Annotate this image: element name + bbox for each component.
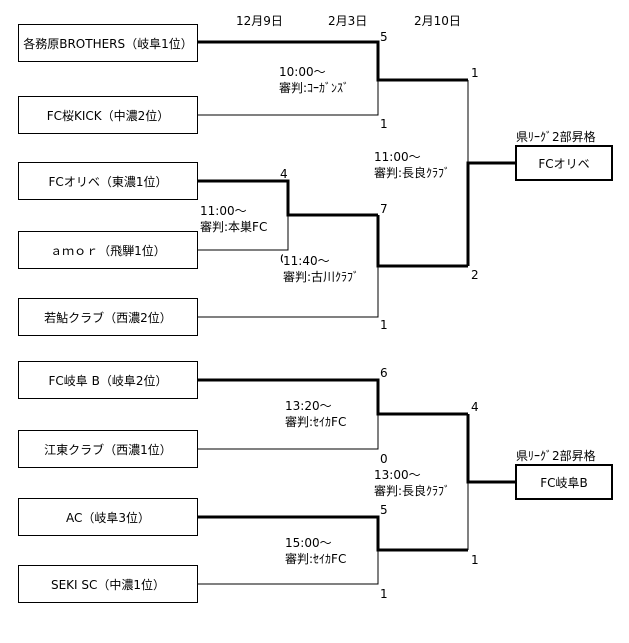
match-referee: 審判:ｺｰｶﾞﾝｽﾞ <box>279 81 350 95</box>
line-loser-m5-bottom <box>198 414 379 450</box>
score: 1 <box>380 318 388 332</box>
match-info: 11:40～ 審判:古川ｸﾗﾌﾞ <box>283 253 360 285</box>
date-round-2: 2月3日 <box>328 14 368 28</box>
line-winner-m1-top <box>198 40 468 82</box>
score: 4 <box>280 167 288 181</box>
promotion-label: 県ﾘｰｸﾞ2部昇格 <box>516 130 596 144</box>
match-info: 11:00～ 審判:本巣FC <box>200 203 268 235</box>
match-referee: 審判:ｾｲｶFC <box>285 415 347 429</box>
score: 1 <box>380 117 388 131</box>
match-referee: 審判:本巣FC <box>200 220 268 234</box>
match-info: 10:00～ 審判:ｺｰｶﾞﾝｽﾞ <box>279 64 350 96</box>
team-box: SEKI SC（中濃1位） <box>18 565 198 603</box>
match-time: 13:00～ <box>374 468 421 482</box>
match-time: 11:40～ <box>283 254 330 268</box>
team-box: 各務原BROTHERS（岐阜1位） <box>18 24 198 62</box>
line-winner-m7 <box>466 414 515 484</box>
match-info: 13:00～ 審判:長良ｸﾗﾌﾞ <box>374 467 451 499</box>
team-box: ａｍｏｒ（飛騨1位） <box>18 231 198 269</box>
team-box: FCオリベ（東濃1位） <box>18 162 198 200</box>
line-loser-m2-bottom <box>198 215 289 251</box>
line-loser-m1-bottom <box>198 80 379 116</box>
line-winner-m6-top <box>198 515 468 552</box>
team-box: FC岐阜 B（岐阜2位） <box>18 361 198 399</box>
score: 0 <box>380 452 388 466</box>
score: 5 <box>380 30 388 44</box>
score: 6 <box>380 366 388 380</box>
match-info: 13:20～ 審判:ｾｲｶFC <box>285 398 347 430</box>
match-time: 11:00～ <box>200 204 247 218</box>
score: 2 <box>471 268 479 282</box>
line-winner-m3 <box>376 215 468 268</box>
score: 1 <box>471 66 479 80</box>
line-loser-m6-bottom <box>198 550 379 585</box>
match-referee: 審判:長良ｸﾗﾌﾞ <box>374 484 451 498</box>
score: 1 <box>380 587 388 601</box>
score: 5 <box>380 503 388 517</box>
match-referee: 審判:古川ｸﾗﾌﾞ <box>283 270 360 284</box>
line-winner-m5-top <box>198 378 468 416</box>
score: 4 <box>471 400 479 414</box>
match-time: 13:20～ <box>285 399 332 413</box>
date-round-1: 12月9日 <box>236 14 283 28</box>
line-loser-m3 <box>198 266 379 318</box>
match-info: 15:00～ 審判:ｾｲｶFC <box>285 535 347 567</box>
team-box: FC桜KICK（中濃2位） <box>18 96 198 134</box>
match-referee: 審判:ｾｲｶFC <box>285 552 347 566</box>
match-time: 15:00～ <box>285 536 332 550</box>
match-time: 10:00～ <box>279 65 326 79</box>
team-box: 江東クラブ（西濃1位） <box>18 430 198 468</box>
line-winner-m2-top <box>198 179 378 217</box>
match-info: 11:00～ 審判:長良ｸﾗﾌﾞ <box>374 149 451 181</box>
score: 1 <box>471 553 479 567</box>
winner-box: FCオリベ <box>515 145 613 181</box>
match-time: 11:00～ <box>374 150 421 164</box>
date-round-3: 2月10日 <box>414 14 461 28</box>
match-referee: 審判:長良ｸﾗﾌﾞ <box>374 166 451 180</box>
team-box: AC（岐阜3位） <box>18 498 198 536</box>
score: 7 <box>380 202 388 216</box>
line-winner-m4 <box>466 161 515 266</box>
winner-box: FC岐阜B <box>515 464 613 500</box>
promotion-label: 県ﾘｰｸﾞ2部昇格 <box>516 449 596 463</box>
team-box: 若鮎クラブ（西濃2位） <box>18 298 198 336</box>
